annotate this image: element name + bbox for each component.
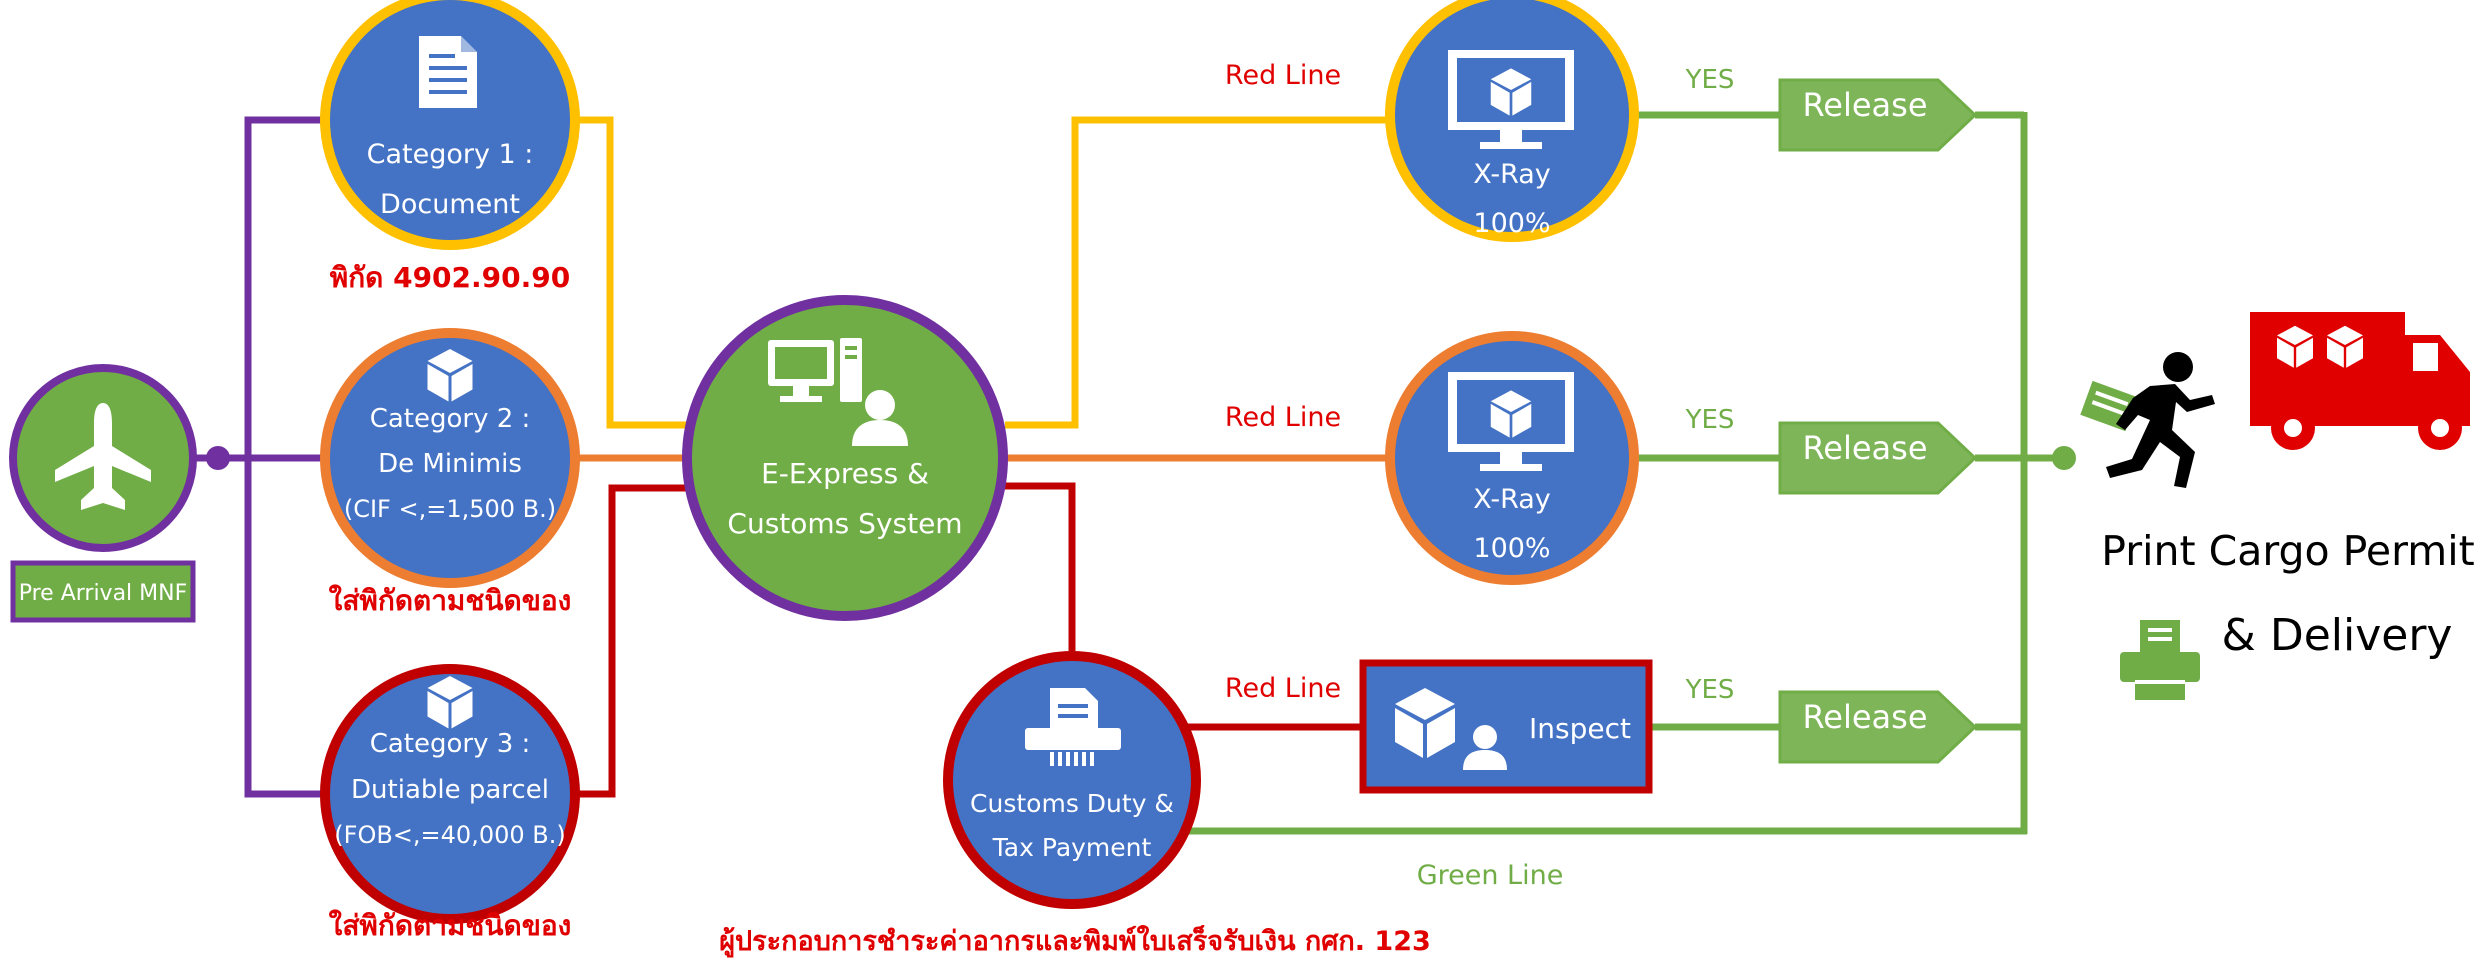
pre-arrival-label: Pre Arrival MNF	[19, 581, 188, 606]
payment-note: ผู้ประกอบการชำระค่าอากรและพิมพ์ใบเสร็จรั…	[719, 923, 1431, 958]
document-icon	[419, 36, 477, 108]
system-line-1: E-Express &	[761, 457, 929, 490]
final-line-1: Print Cargo Permit	[2101, 527, 2474, 575]
payment-line-1: Customs Duty &	[970, 789, 1174, 818]
category-3-note: ใส่พิกัดตามชนิดของ	[329, 909, 572, 942]
delivery-truck-icon	[2250, 312, 2470, 450]
airplane-icon	[55, 403, 151, 510]
category-2-line-3: (CIF <,=1,500 B.)	[344, 495, 556, 523]
release-label-3: Release	[1802, 698, 1927, 736]
category-1-line-1: Category 1 :	[367, 139, 534, 170]
receipt-printer-icon	[1025, 688, 1121, 766]
category-3-line-2: Dutiable parcel	[351, 775, 549, 805]
person-icon	[852, 390, 908, 446]
desktop-computer-icon	[768, 338, 862, 402]
category-3-line-3: (FOB<,=40,000 B.)	[334, 821, 565, 849]
package-box-icon	[1395, 688, 1455, 758]
inspect-node: Inspect	[1359, 659, 1653, 794]
system-line-2: Customs System	[727, 507, 962, 540]
xray-1-line-2: 100%	[1473, 208, 1550, 239]
yellow-connector-system-to-xray-1	[1005, 116, 1390, 429]
customs-payment-node: Customs Duty & Tax Payment	[943, 651, 1201, 909]
category-1-note: พิกัด 4902.90.90	[330, 261, 570, 294]
category-1-node: Category 1 : Document พิกัด 4902.90.90	[320, 0, 580, 294]
red-connector-category-3-to-system	[575, 484, 690, 798]
category-2-line-1: Category 2 :	[370, 404, 531, 434]
xray-2-line-1: X-Ray	[1473, 484, 1551, 515]
release-label-2: Release	[1802, 429, 1927, 467]
payment-line-2: Tax Payment	[992, 833, 1152, 862]
category-3-node: Category 3 : Dutiable parcel (FOB<,=40,0…	[320, 664, 580, 942]
category-3-line-1: Category 3 :	[370, 729, 531, 759]
release-label-1: Release	[1802, 86, 1927, 124]
category-2-node: Category 2 : De Minimis (CIF <,=1,500 B.…	[320, 328, 580, 617]
junction-dot-purple	[206, 446, 230, 470]
junction-dot-green	[2052, 446, 2076, 470]
red-line-label-1: Red Line	[1225, 60, 1341, 91]
yes-label-1: YES	[1685, 65, 1735, 95]
red-line-label-3: Red Line	[1225, 673, 1341, 704]
green-line-label: Green Line	[1417, 860, 1564, 891]
yes-label-2: YES	[1685, 405, 1735, 435]
red-line-label-2: Red Line	[1225, 402, 1341, 433]
red-connector-system-to-payment	[995, 482, 1076, 651]
e-express-system-node: E-Express & Customs System	[682, 295, 1008, 621]
release-tag-2: Release	[1778, 421, 1978, 495]
yes-label-3: YES	[1685, 675, 1735, 705]
final-line-2: & Delivery	[2222, 610, 2453, 661]
pre-arrival-label-box	[10, 560, 196, 623]
release-tag-1: Release	[1778, 78, 1978, 152]
category-1-line-2: Document	[380, 189, 520, 220]
package-box-icon	[427, 349, 473, 402]
xray-2-node: X-Ray 100%	[1385, 331, 1639, 585]
connectors	[196, 111, 2062, 835]
inspect-label: Inspect	[1529, 712, 1631, 745]
xray-1-node: X-Ray 100%	[1385, 0, 1639, 242]
pre-arrival-node: Pre Arrival MNF	[9, 364, 197, 623]
category-2-line-2: De Minimis	[378, 449, 522, 479]
xray-1-line-1: X-Ray	[1473, 159, 1551, 190]
person-icon	[1463, 725, 1507, 770]
category-2-note: ใส่พิกัดตามชนิดของ	[329, 584, 572, 617]
package-box-icon	[427, 676, 473, 729]
printer-icon	[2120, 620, 2200, 700]
xray-2-line-2: 100%	[1473, 533, 1550, 564]
yellow-connector-category-1-to-system	[575, 116, 690, 429]
release-tag-3: Release	[1778, 690, 1978, 764]
running-courier-icon	[2080, 352, 2215, 488]
package-box-icon	[1490, 68, 1532, 116]
